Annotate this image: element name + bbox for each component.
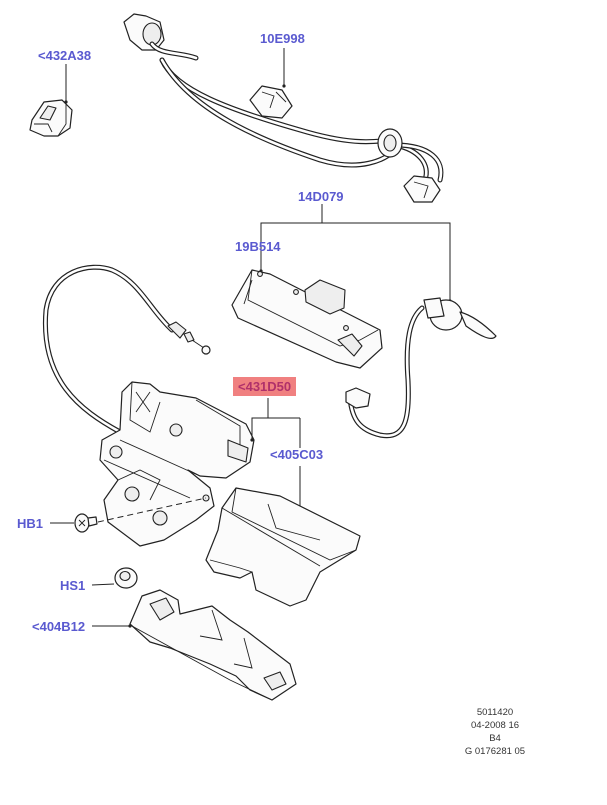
callout-432A38[interactable]: <432A38 xyxy=(38,48,92,63)
drawing-reference: 5011420 04-2008 16 B4 G 0176281 05 xyxy=(440,706,550,758)
tailgate-latch-part[interactable] xyxy=(99,381,255,547)
release-cable-part[interactable] xyxy=(42,264,211,435)
callout-431D50[interactable]: <431D50 xyxy=(233,377,297,396)
latch-cover-part[interactable] xyxy=(205,487,361,607)
callout-405C03[interactable]: <405C03 xyxy=(270,447,324,462)
switch-wiring-lead-part[interactable] xyxy=(345,297,497,439)
reference-drawing-id: G 0176281 05 xyxy=(464,746,526,757)
bolt-part[interactable] xyxy=(74,513,98,533)
callout-HB1[interactable]: HB1 xyxy=(17,516,44,531)
nut-part[interactable] xyxy=(114,567,138,589)
wiring-harness-part[interactable] xyxy=(123,13,444,203)
reference-number: 5011420 xyxy=(476,707,514,718)
reference-date: 04-2008 16 xyxy=(470,720,520,731)
reference-code: B4 xyxy=(489,733,501,744)
striker-part[interactable] xyxy=(129,589,297,701)
callout-404B12[interactable]: <404B12 xyxy=(32,619,86,634)
connector-clip-part[interactable] xyxy=(29,99,73,137)
tailgate-release-switch-part[interactable] xyxy=(231,269,383,369)
callout-19B514[interactable]: 19B514 xyxy=(235,239,281,254)
callout-10E998[interactable]: 10E998 xyxy=(260,31,305,46)
callout-14D079[interactable]: 14D079 xyxy=(298,189,344,204)
callout-HS1[interactable]: HS1 xyxy=(60,578,86,593)
